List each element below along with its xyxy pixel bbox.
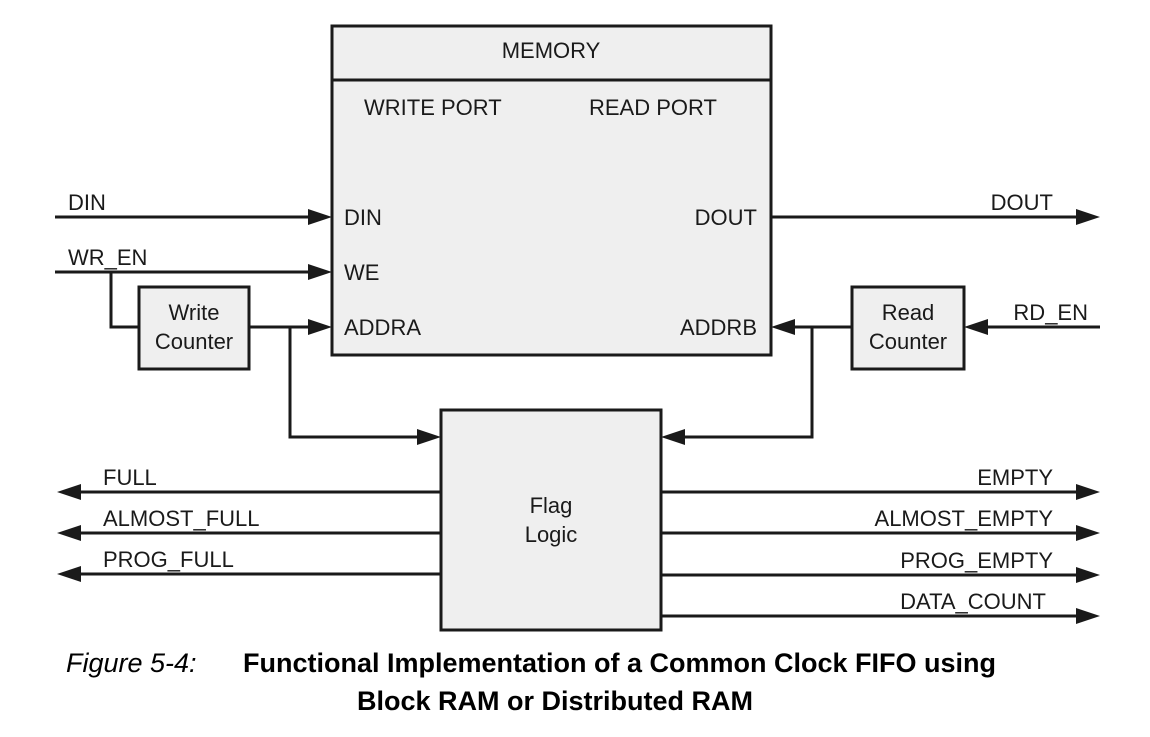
din-input-label: DIN bbox=[68, 190, 106, 215]
rd-en-signal: RD_EN bbox=[964, 300, 1100, 335]
wr-en-input-label: WR_EN bbox=[68, 245, 147, 270]
data-count-signal: DATA_COUNT bbox=[661, 589, 1100, 624]
almost-empty-signal: ALMOST_EMPTY bbox=[661, 506, 1100, 541]
dout-signal: DOUT bbox=[771, 190, 1100, 225]
almost-full-output-label: ALMOST_FULL bbox=[103, 506, 260, 531]
write-counter-label-line1: Write bbox=[169, 300, 220, 325]
empty-output-label: EMPTY bbox=[977, 465, 1053, 490]
prog-empty-output-label: PROG_EMPTY bbox=[900, 548, 1053, 573]
prog-full-signal: PROG_FULL bbox=[57, 547, 441, 582]
write-counter-label-line2: Counter bbox=[155, 329, 233, 354]
wr-en-signal: WR_EN bbox=[55, 245, 332, 329]
memory-dout-port: DOUT bbox=[695, 205, 757, 230]
data-count-output-label: DATA_COUNT bbox=[900, 589, 1046, 614]
flag-logic-label-line2: Logic bbox=[525, 522, 578, 547]
read-counter-label-line2: Counter bbox=[869, 329, 947, 354]
almost-full-signal: ALMOST_FULL bbox=[57, 506, 441, 541]
figure-number: Figure 5-4: bbox=[66, 648, 197, 678]
write-port-label: WRITE PORT bbox=[364, 95, 502, 120]
read-address-wire bbox=[661, 319, 852, 445]
rd-en-input-label: RD_EN bbox=[1013, 300, 1088, 325]
prog-full-output-label: PROG_FULL bbox=[103, 547, 234, 572]
prog-empty-signal: PROG_EMPTY bbox=[661, 548, 1100, 583]
full-output-label: FULL bbox=[103, 465, 157, 490]
memory-title: MEMORY bbox=[502, 38, 601, 63]
write-address-wire bbox=[249, 319, 441, 445]
fifo-block-diagram: MEMORY WRITE PORT READ PORT DIN WE ADDRA… bbox=[55, 24, 1100, 632]
full-signal: FULL bbox=[57, 465, 441, 500]
flag-logic-label-line1: Flag bbox=[530, 493, 573, 518]
din-signal: DIN bbox=[55, 190, 332, 225]
dout-output-label: DOUT bbox=[991, 190, 1053, 215]
figure-title-line2: Block RAM or Distributed RAM bbox=[357, 686, 754, 716]
write-counter-block: Write Counter bbox=[137, 285, 251, 371]
memory-we-port: WE bbox=[344, 260, 379, 285]
flag-logic-block: Flag Logic bbox=[439, 408, 663, 632]
memory-addra-port: ADDRA bbox=[344, 315, 421, 340]
empty-signal: EMPTY bbox=[661, 465, 1100, 500]
memory-din-port: DIN bbox=[344, 205, 382, 230]
read-port-label: READ PORT bbox=[589, 95, 717, 120]
almost-empty-output-label: ALMOST_EMPTY bbox=[875, 506, 1054, 531]
figure-title-line1: Functional Implementation of a Common Cl… bbox=[243, 648, 997, 678]
memory-block: MEMORY WRITE PORT READ PORT DIN WE ADDRA… bbox=[330, 24, 773, 357]
memory-addrb-port: ADDRB bbox=[680, 315, 757, 340]
read-counter-label-line1: Read bbox=[882, 300, 935, 325]
read-counter-block: Read Counter bbox=[850, 285, 966, 371]
